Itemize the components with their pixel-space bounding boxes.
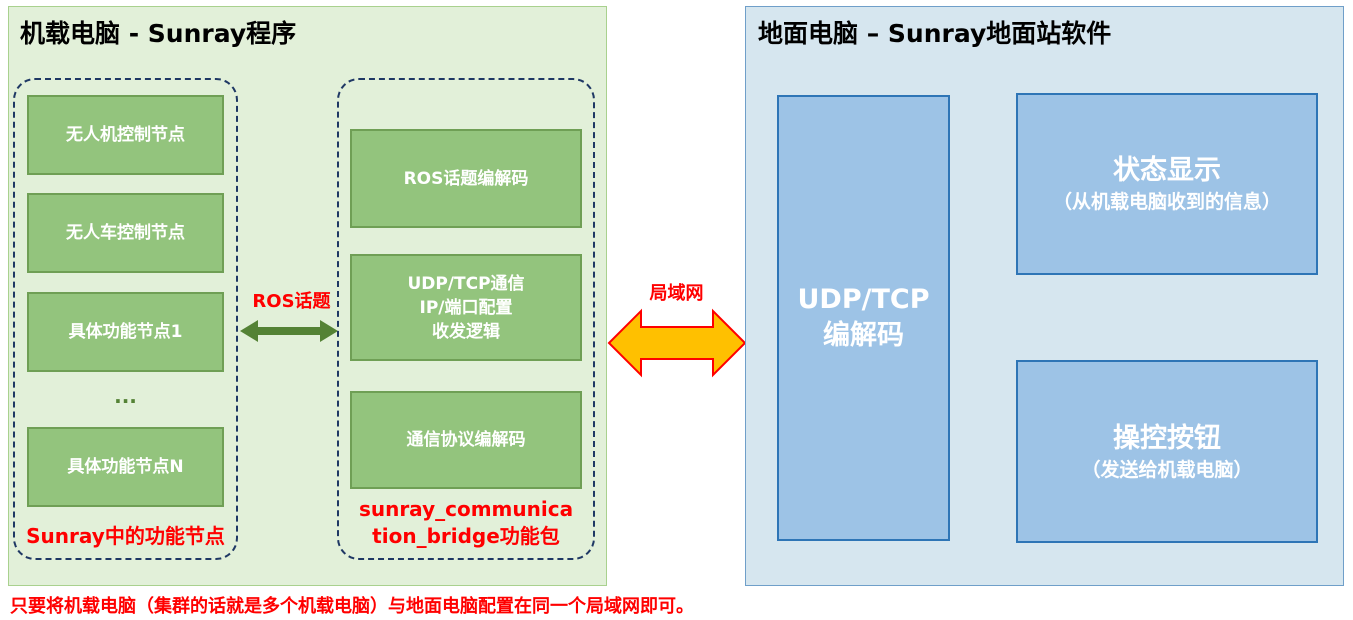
bridge-package-label: sunray_communica tion_bridge功能包 [337, 496, 595, 550]
status-display-box: 状态显示 （从机载电脑收到的信息） [1016, 93, 1318, 275]
function-nodes-label: Sunray中的功能节点 [26, 524, 225, 548]
ros-topic-label: ROS话题 [252, 291, 331, 312]
ground-title: 地面电脑 – Sunray地面站软件 [758, 19, 1112, 48]
onboard-title: 机载电脑 - Sunray程序 [20, 19, 297, 48]
nodes-ellipsis: ... [114, 384, 137, 408]
control-buttons-title: 操控按钮 [1113, 422, 1221, 454]
bridge-label-line1: sunray_communica [358, 497, 574, 521]
footer-note: 只要将机载电脑（集群的话就是多个机载电脑）与地面电脑配置在同一个局域网即可。 [10, 596, 694, 617]
function-node-n: 具体功能节点N [27, 427, 224, 507]
function-nodes-group [13, 78, 238, 560]
ugv-control-node: 无人车控制节点 [27, 193, 224, 273]
uav-control-node: 无人机控制节点 [27, 95, 224, 175]
bridge-label-line2: tion_bridge功能包 [372, 524, 560, 548]
protocol-codec: 通信协议编解码 [350, 391, 582, 489]
control-buttons-sub: （发送给机载电脑） [1081, 458, 1253, 481]
status-display-sub: （从机载电脑收到的信息） [1052, 191, 1281, 213]
status-display-title: 状态显示 [1113, 155, 1221, 186]
ros-topic-arrow [240, 320, 338, 342]
control-buttons-box: 操控按钮 （发送给机载电脑） [1016, 360, 1318, 543]
udp-tcp-codec-label: UDP/TCP 编解码 [797, 284, 930, 351]
function-node-1: 具体功能节点1 [27, 292, 224, 372]
udp-tcp-codec-box: UDP/TCP 编解码 [777, 95, 950, 541]
ros-topic-codec: ROS话题编解码 [350, 129, 582, 228]
bridge-group [337, 78, 595, 560]
lan-label: 局域网 [649, 283, 704, 304]
lan-arrow [607, 308, 747, 378]
udp-tcp-comm-box: UDP/TCP通信 IP/端口配置 收发逻辑 [350, 254, 582, 361]
